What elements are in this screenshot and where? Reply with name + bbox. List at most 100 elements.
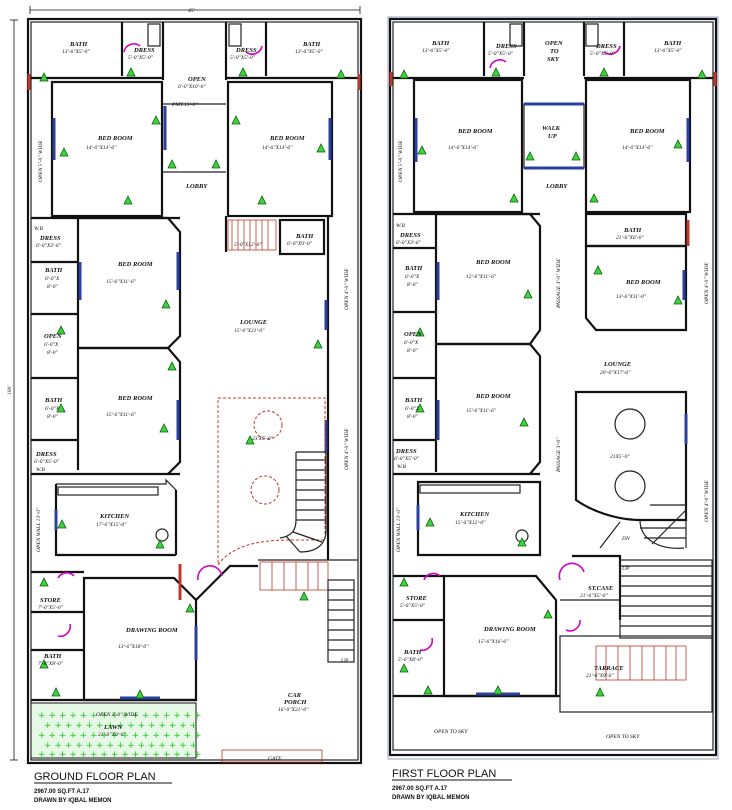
g-lawn: LAWN: [103, 724, 122, 731]
f-dress-l: DRESS: [495, 43, 517, 50]
g-dress-r-dim: 5'-0"X5'-0": [230, 55, 256, 61]
g-open-r2: OPEN 4'-0" WIDE: [343, 428, 350, 470]
f-open-r2: OPEN 4'-0" WIDE: [703, 480, 710, 522]
f-terrace: TARRACE: [594, 665, 624, 672]
g-open-m: OPEN: [44, 333, 62, 340]
g-bed3: BED ROOM: [117, 261, 153, 268]
f-open-sky: OPEN: [545, 40, 563, 47]
g-bed2: BED ROOM: [269, 135, 305, 142]
f-bath-m2-d2: 8'-0": [407, 414, 419, 420]
f-bed2-dim: 14'-0"X14'-6": [622, 144, 653, 151]
f-bed4: BED ROOM: [625, 279, 661, 286]
f-bath-tr-dim: 13'-6"X5'-0": [654, 48, 682, 54]
f-bath-r-dim: 21'-6"X6'-0": [616, 235, 644, 241]
g-bed2-dim: 14'-6"X14'-6": [262, 144, 293, 151]
g-bath-m2-d2: 8'-0": [47, 414, 59, 420]
f-kitchen-dim: 15'-6"X12'-0": [455, 520, 486, 526]
f-bath-tl-dim: 13'-6"X5'-0": [422, 48, 450, 54]
f-open-sky-b1: OPEN TO SKY: [434, 729, 468, 735]
f-dress-r-dim: 5'-0"X5'-0": [590, 51, 616, 57]
f-bath-tl: BATH: [431, 40, 450, 47]
f-terrace-dim: 21'-6"X9'-6": [586, 673, 614, 679]
g-open-c-dim: 6'-0"X10'-0": [178, 84, 206, 90]
g-pmt: PMT.15'-0": [171, 102, 198, 108]
f-dress-m2: DRESS: [395, 448, 417, 455]
g-bath-m2-d1: 6'-0"X: [45, 406, 60, 412]
first-floor-plan: BATH 13'-6"X5'-0" DRESS 5'-0"X5'-0" OPEN…: [387, 16, 719, 801]
f-stcase: ST.CASE: [588, 585, 614, 592]
first-floor-drawn: DRAWN BY IQBAL MEMON: [392, 795, 469, 801]
g-bath-r-dim: 6'-0"X9'-0": [287, 241, 313, 247]
f-drawing-dim: 15'-6"X16'-6": [478, 639, 509, 645]
f-up: UP: [622, 566, 630, 572]
g-gate: GATE: [268, 756, 282, 762]
g-open-m-d2: 8'-0": [47, 350, 59, 356]
f-kitchen: KITCHEN: [459, 511, 490, 518]
g-dress-m-dim: 6'-0"X3'-6": [36, 243, 62, 249]
g-bath-b-dim: 7'-0"X8'-0": [38, 661, 64, 667]
ground-length-dimension: 100': [7, 385, 13, 395]
f-dn: DN: [621, 536, 630, 542]
f-bath-m1-d1: 6'-0"X: [405, 274, 420, 280]
g-wb2: W.B: [36, 467, 45, 473]
lawn-hatch: + + + + + + + + + + + + + + + + + + + + …: [38, 711, 202, 760]
svg-text:+ + + + + + + + + + + + + + +: + + + + + + + + + + + + + + +: [44, 721, 197, 731]
g-bed1: BED ROOM: [97, 135, 133, 142]
ground-width-dimension: 45': [188, 7, 196, 14]
f-drawing: DRAWING ROOM: [483, 626, 536, 633]
f-open-wall-l: OPEN WALL 13'-0": [396, 507, 402, 552]
g-bed1-dim: 14'-0"X14'-6": [86, 144, 117, 151]
f-passage1: PASSAGE 3'-0" WIDE: [556, 258, 562, 309]
g-open-m-d1: 6'-0"X: [44, 342, 59, 348]
g-bath-m1: BATH: [44, 267, 63, 274]
g-lawn-dim: 21'-0"X9'-0": [98, 732, 126, 738]
g-bath-tr-dim: 13'-6"X5'-0": [295, 49, 323, 55]
g-bath-m2: BATH: [44, 397, 63, 404]
g-car-dim: 16'-0"X21'-0": [278, 707, 309, 713]
f-bath-m2: BATH: [404, 397, 423, 404]
g-lawn-wide: OPEN 3'-0" WIDE: [96, 712, 138, 718]
g-store: STORE: [40, 597, 61, 604]
f-bath-m1-d2: 8'-0": [407, 282, 419, 288]
f-dress-l-dim: 5'-0"X5'-0": [488, 51, 514, 57]
g-dress-m2: DRESS: [35, 451, 57, 458]
f-passage2: PASSAGE 3'-0": [556, 437, 562, 473]
svg-text:+ + + + + + + + + + + + + + +: + + + + + + + + + + + + + + +: [44, 741, 197, 751]
f-bath-r: BATH: [623, 227, 642, 234]
f-bath-b-dim: 5'-6"X8'-0": [398, 657, 424, 663]
g-open-r1: OPEN 4'-0" WIDE: [343, 268, 350, 310]
g-drawing-dim: 13'-6"X18'-0": [118, 644, 149, 650]
ground-floor-title: GROUND FLOOR PLAN: [34, 771, 156, 783]
f-bed3: BED ROOM: [475, 259, 511, 266]
g-stair-lbl: 5'-0"X12'-0": [234, 242, 262, 248]
g-wb: W.B: [34, 226, 43, 232]
g-bath-tl: BATH: [69, 41, 88, 48]
f-bath-b: BATH: [403, 649, 422, 656]
g-lobby: LOBBY: [185, 183, 208, 190]
f-store: STORE: [406, 595, 427, 602]
g-drawing: DRAWING ROOM: [125, 627, 178, 634]
g-open-wall-l2: OPEN WALL 13'-0": [36, 507, 42, 552]
f-open-sky2: TO: [550, 48, 559, 55]
f-lounge: LOUNGE: [603, 361, 632, 368]
g-store-dim: 7'-0"X5'-0": [38, 605, 64, 611]
g-kitchen: KITCHEN: [99, 513, 130, 520]
g-bath-m1-d1: 6'-0"X: [45, 276, 60, 282]
f-bath-tr: BATH: [663, 40, 682, 47]
f-bed4-dim: 13'-6"X11'-0": [616, 294, 647, 300]
g-dress-l-dim: 5'-0"X5'-0": [128, 55, 154, 61]
g-lounge: LOUNGE: [239, 319, 268, 326]
f-open-sky3: SKY: [547, 56, 560, 63]
g-bath-m1-d2: 8'-0": [47, 284, 59, 290]
f-lounge-dim: 20'-0"X17'-6": [600, 370, 631, 376]
g-bath-tl-dim: 13'-6"X5'-0": [62, 49, 90, 55]
f-open-wall: OPEN 5'-0" WIDE: [398, 140, 404, 182]
f-open-m-d1: 6'-0"X: [404, 340, 419, 346]
g-dress-l: DRESS: [133, 47, 155, 54]
svg-text:+ + + + + + + + + + + + + + +: + + + + + + + + + + + + + + + +: [38, 731, 202, 741]
f-bed1-dim: 14'-6"X14'-6": [448, 144, 479, 151]
g-open-c: OPEN: [188, 76, 206, 83]
f-wb2: W.B: [397, 464, 406, 470]
g-bed4-dim: 15'-6"X11'-6": [106, 412, 137, 418]
